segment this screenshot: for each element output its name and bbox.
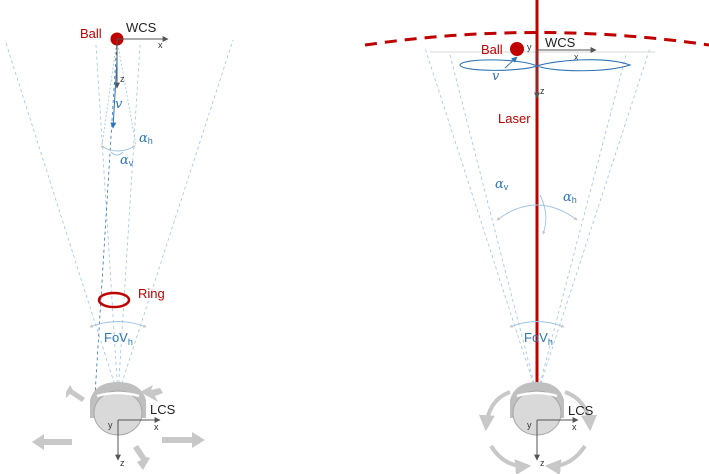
left-alpha-v-arc [110,151,124,156]
left-lcs-x-label: x [154,422,159,432]
left-inner-cone [95,44,141,396]
left-velocity-arrow [110,59,118,129]
right-wcs-y-label: y [527,42,532,52]
right-wcs-label: WCS [545,35,576,50]
left-fov-arc [89,321,147,328]
left-wcs-z-label: z [120,74,125,84]
right-lcs-x-label: x [572,422,577,432]
left-alpha-v-label: αv [120,153,134,168]
right-wcs-x-label: x [574,52,579,62]
right-rotation-arrows [478,390,598,474]
right-panel: Laser Ball WCS x y z v αv αh FoVh [364,0,709,474]
left-wcs-label: WCS [126,20,157,35]
left-wcs-x-label: x [158,40,163,50]
right-ball [510,42,524,56]
left-alpha-h-arc [100,145,136,152]
right-fov-label: FoVh [524,330,553,347]
left-ball-label: Ball [80,26,102,41]
left-motion-arrows [32,385,205,470]
right-velocity-label: v [492,69,500,84]
left-lcs-z-label: z [120,458,125,468]
right-fov-cone [424,47,651,396]
left-fov-label: FoVh [104,330,133,347]
left-ball-cone [101,39,137,146]
right-red-curve [364,31,709,47]
left-alpha-h-label: αh [139,131,153,146]
left-panel: Ball WCS x z v αh αv Ring FoVh [4,20,234,470]
laser-label: Laser [498,111,531,126]
left-lcs-y-label: y [108,420,113,430]
right-camera-robot [510,382,564,436]
left-sight-line [94,39,118,396]
right-alpha-h-arc [539,194,547,235]
right-alpha-v-arc [496,204,578,221]
right-alpha-h-label: αh [563,190,577,205]
right-velocity-arrow [504,56,518,69]
left-velocity-label: v [115,97,123,112]
right-alpha-v-label: αv [495,177,509,192]
ring-label: Ring [138,286,165,301]
ball-trajectory [459,59,632,72]
right-lcs-z-label: z [540,458,545,468]
right-lcs-label: LCS [568,403,594,418]
right-lcs-y-label: y [527,420,532,430]
right-wcs-z-label: z [540,86,545,96]
right-ball-label: Ball [481,42,503,57]
ring [97,291,131,309]
right-fov-arc [509,321,565,328]
left-fov-cone [4,39,234,396]
left-lcs-label: LCS [150,402,176,417]
